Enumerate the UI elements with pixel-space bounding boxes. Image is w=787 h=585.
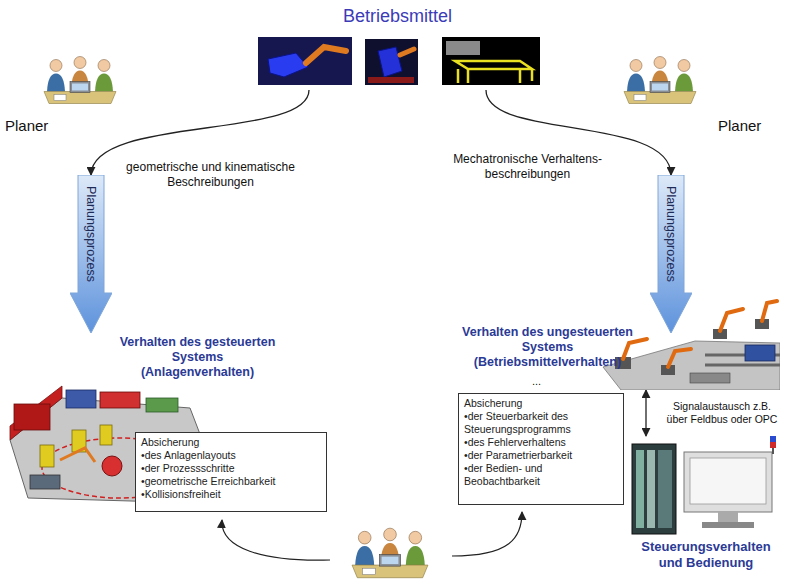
- rect-shape: [636, 450, 644, 528]
- polygon-shape: [70, 175, 112, 333]
- circle-shape: [102, 456, 122, 476]
- rect-shape: [14, 404, 50, 430]
- use-shape: [44, 57, 116, 104]
- rect-shape: [690, 458, 766, 504]
- rect-shape: [100, 392, 140, 408]
- ellipsis-label: ...: [532, 374, 541, 388]
- rect-shape: [368, 77, 414, 83]
- process-arrow: Planungsprozess: [70, 175, 112, 333]
- behaviour-heading: Verhalten des gesteuerten Systems (Anlag…: [115, 335, 280, 380]
- process-label: Planungsprozess: [664, 186, 678, 282]
- box-heading: Absicherung: [141, 436, 321, 449]
- polygon-shape: [268, 53, 308, 77]
- planner-clipart: [44, 57, 696, 578]
- edge-label: geometrische und kinematische Beschreibu…: [118, 160, 303, 190]
- polygon-shape: [378, 47, 402, 77]
- rect-shape: [632, 444, 676, 534]
- rect-shape: [770, 442, 776, 448]
- use-shape: [624, 57, 696, 104]
- polygon-shape: [603, 341, 780, 390]
- bullet-item: •der Parametrierbarkeit: [464, 449, 618, 462]
- rect-shape: [258, 37, 352, 85]
- polygon-shape: [650, 175, 692, 333]
- control-group: Steuerungsverhalten und Bedienung: [630, 436, 782, 571]
- process-arrow: Planungsprozess: [650, 175, 692, 333]
- path-shape: [452, 512, 522, 556]
- rect-shape: [365, 39, 418, 85]
- process-label: Planungsprozess: [84, 186, 98, 282]
- review-arrows: [222, 512, 522, 560]
- path-shape: [720, 309, 743, 331]
- use-shape: [352, 528, 428, 578]
- equipment-illustration: [250, 37, 545, 89]
- bullet-item: •der Steuerbarkeit des Steuerungsprogram…: [464, 410, 618, 436]
- rect-shape: [40, 445, 54, 467]
- polygon-shape: [10, 386, 62, 440]
- rect-shape: [66, 390, 96, 408]
- path-shape: [668, 349, 691, 367]
- path-shape: [455, 61, 532, 69]
- equipment-illustration: [595, 295, 780, 390]
- path-shape: [623, 339, 647, 359]
- rect-shape: [442, 37, 540, 85]
- box-heading: Absicherung: [464, 397, 618, 410]
- behaviour-heading-text: Verhalten des ungesteuerten Systems (Bet…: [455, 325, 640, 370]
- edge-label: Mechatronische Verhaltens- beschreibunge…: [445, 152, 610, 182]
- behaviour-heading-text: Verhalten des gesteuerten Systems (Anlag…: [115, 335, 280, 380]
- check-box: Absicherung•der Steuerbarkeit des Steuer…: [458, 393, 624, 505]
- rect-shape: [772, 448, 774, 454]
- rect-shape: [770, 436, 776, 442]
- bullet-item: •geometrische Erreichbarkeit: [141, 475, 321, 488]
- rect-shape: [658, 450, 672, 528]
- path-shape: [400, 49, 414, 55]
- bullet-item: •der Prozessschritte: [141, 462, 321, 475]
- rect-shape: [100, 425, 112, 445]
- rect-shape: [745, 345, 775, 361]
- path-shape: [306, 47, 346, 63]
- rect-shape: [702, 522, 754, 528]
- rect-shape: [684, 452, 772, 512]
- bullet-item: •des Anlagenlayouts: [141, 449, 321, 462]
- equipment-group: Betriebsmittel: [250, 5, 545, 90]
- edge-label: Signalaustausch z.B. über Feldbus oder O…: [660, 400, 784, 426]
- path-shape: [458, 69, 532, 83]
- heading-holder: Verhalten des ungesteuerten Systems (Bet…: [455, 325, 640, 370]
- bullet-item: •der Bedien- und Beobachtbarkeit: [464, 462, 618, 488]
- rect-shape: [647, 450, 655, 528]
- behaviour-group: Verhalten des ungesteuerten Systems (Bet…: [455, 295, 780, 390]
- group-heading: Betriebsmittel: [250, 5, 545, 27]
- path-shape: [60, 448, 95, 462]
- rect-shape: [30, 475, 60, 489]
- rect-shape: [146, 398, 178, 412]
- flow-arrow: [645, 390, 646, 436]
- path-shape: [762, 301, 777, 321]
- planner-label: Planer: [718, 117, 761, 135]
- rect-shape: [690, 373, 730, 383]
- rect-shape: [718, 512, 738, 522]
- control-label: Steuerungsverhalten und Bedienung: [630, 539, 782, 571]
- check-box: Absicherung•des Anlagenlayouts•der Proze…: [135, 432, 327, 512]
- planner-label: Planer: [5, 117, 48, 135]
- path-shape: [222, 520, 330, 560]
- equipment-illustration: [630, 436, 782, 536]
- bullet-item: •des Fehlerverhaltens: [464, 436, 618, 449]
- rect-shape: [446, 41, 480, 55]
- bullet-item: •Kollisionsfreiheit: [141, 488, 321, 501]
